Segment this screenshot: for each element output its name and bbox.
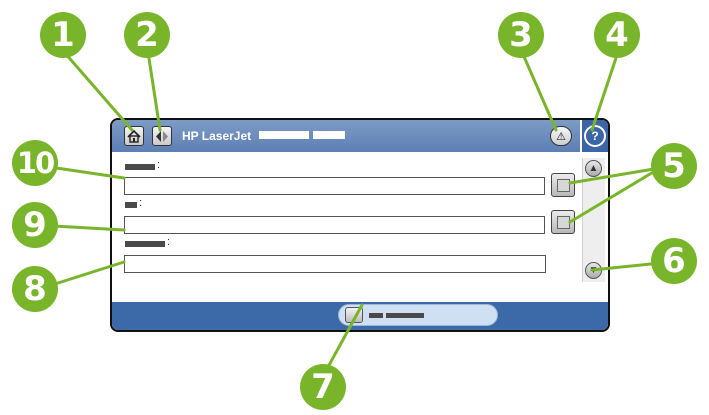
chevron-down-icon: ▼ (588, 265, 599, 276)
pill-label-redacted-2 (386, 313, 424, 318)
callout-6: 6 (651, 238, 697, 284)
warning-button[interactable]: ⚠ (550, 126, 572, 146)
callout-5: 5 (651, 143, 697, 189)
field-label-3 (125, 236, 170, 248)
callout-3: 3 (498, 12, 544, 58)
callout-7: 7 (300, 364, 346, 410)
action-pill-button[interactable] (338, 304, 498, 326)
text-field-2[interactable] (124, 216, 545, 234)
bottom-bar (112, 302, 608, 330)
home-button[interactable] (124, 126, 144, 146)
pill-label-redacted-1 (369, 313, 383, 318)
scroll-down-button[interactable]: ▼ (585, 262, 602, 279)
callout-1: 1 (40, 12, 86, 58)
scrollbar[interactable]: ▲ ▼ (582, 158, 605, 282)
callout-9: 9 (12, 202, 58, 248)
field-action-button-1[interactable] (551, 173, 575, 197)
device-title: HP LaserJet (182, 129, 252, 143)
title-redacted-block-1 (259, 131, 309, 139)
callout-10: 10 (12, 140, 58, 186)
title-bar: HP LaserJet ⚠ ? (112, 120, 608, 152)
pill-icon (345, 307, 363, 323)
chevron-up-icon: ▲ (588, 163, 599, 174)
home-icon (127, 129, 141, 143)
callout-4: 4 (594, 12, 640, 58)
control-panel-screen: HP LaserJet ⚠ ? ▲ ▼ (110, 118, 610, 332)
scroll-up-button[interactable]: ▲ (585, 160, 602, 177)
back-button[interactable] (152, 126, 172, 146)
help-icon: ? (584, 125, 606, 147)
help-button[interactable]: ? (580, 120, 608, 152)
callout-2: 2 (124, 12, 170, 58)
text-field-1[interactable] (124, 177, 545, 195)
back-icon (156, 130, 168, 142)
callout-8: 8 (12, 266, 58, 312)
title-redacted-block-2 (313, 131, 345, 139)
text-field-3[interactable] (124, 255, 546, 273)
warning-icon: ⚠ (556, 130, 566, 143)
field-label-2 (125, 197, 142, 209)
field-action-button-2[interactable] (551, 210, 575, 234)
field-label-1 (125, 159, 160, 171)
